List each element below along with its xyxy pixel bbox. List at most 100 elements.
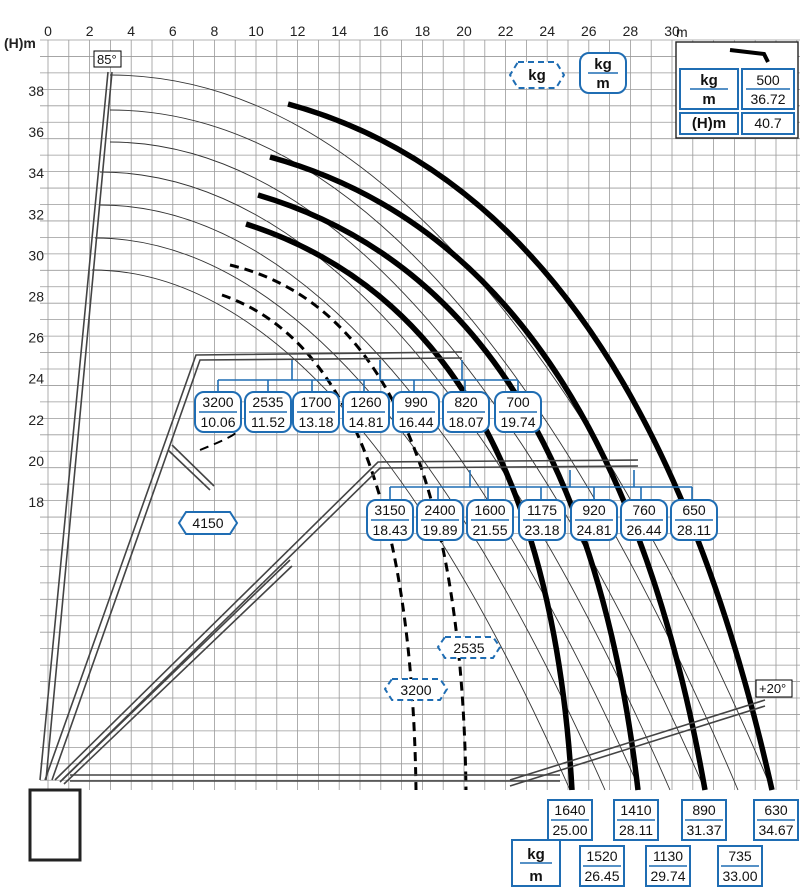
- load-m: 25.00: [552, 822, 587, 838]
- x-tick-label: 4: [127, 23, 135, 39]
- x-tick-label: 28: [623, 23, 639, 39]
- load-kg: 760: [632, 502, 656, 518]
- x-tick-label: 16: [373, 23, 389, 39]
- x-axis-unit: m: [676, 24, 688, 40]
- load-kg: 700: [506, 394, 530, 410]
- load-m: 23.18: [524, 522, 559, 538]
- load-m: 16.44: [398, 414, 433, 430]
- legend-kg-m: kg m: [579, 52, 627, 94]
- load-kg: 3200: [202, 394, 233, 410]
- load-kg: 1410: [620, 802, 651, 818]
- boom-middle: [54, 459, 639, 781]
- x-tick-label: 0: [44, 23, 52, 39]
- arc-thick-3: [257, 192, 641, 791]
- arc-thin-4: [99, 171, 671, 791]
- svg-text:(H)m: (H)m: [692, 115, 726, 132]
- load-kg: 890: [692, 802, 716, 818]
- load-m: 19.89: [422, 522, 457, 538]
- load-m: 26.44: [626, 522, 661, 538]
- load-m: 18.43: [372, 522, 407, 538]
- svg-text:kg: kg: [700, 72, 718, 89]
- y-tick-label: 24: [28, 371, 44, 387]
- boom-low: [59, 559, 293, 785]
- load-m: 24.81: [576, 522, 611, 538]
- load-label-row1: 2535 11.52: [244, 391, 292, 433]
- svg-text:m: m: [702, 91, 715, 108]
- load-m: 29.74: [650, 868, 685, 884]
- svg-text:40.7: 40.7: [754, 115, 781, 131]
- load-kg: 650: [682, 502, 706, 518]
- load-kg: 2535: [252, 394, 283, 410]
- load-label-bottom-top: 890 31.37: [681, 799, 727, 841]
- load-labels-row1: 320010.06253511.52170013.18126014.819901…: [194, 391, 542, 433]
- svg-text:36.72: 36.72: [750, 91, 785, 107]
- load-kg: 1700: [300, 394, 331, 410]
- svg-text:+20°: +20°: [759, 681, 786, 696]
- svg-text:3200: 3200: [400, 682, 431, 698]
- load-connectors: [217, 360, 693, 500]
- tag-dash-2535: 2535: [436, 636, 502, 659]
- angle-max-tag: 85°: [93, 50, 122, 68]
- arc-thin-6: [94, 237, 606, 791]
- load-kg: 820: [454, 394, 478, 410]
- x-tick-label: 2: [86, 23, 94, 39]
- load-m: 14.81: [348, 414, 383, 430]
- y-tick-label: 32: [28, 206, 44, 222]
- load-label-bottom-top: 1640 25.00: [547, 799, 593, 841]
- load-label-row1: 700 19.74: [494, 391, 542, 433]
- y-tick-label: 36: [28, 124, 44, 140]
- svg-text:4150: 4150: [192, 515, 223, 531]
- load-label-row2: 760 26.44: [620, 499, 668, 541]
- load-m: 10.06: [200, 414, 235, 430]
- load-kg: 2400: [424, 502, 455, 518]
- arc-thin-5: [99, 204, 641, 791]
- y-tick-label: 22: [28, 412, 44, 428]
- y-tick-label: 34: [28, 165, 44, 181]
- arc-thin-2: [109, 109, 739, 791]
- load-label-row2: 2400 19.89: [416, 499, 464, 541]
- boom-20deg: [509, 699, 766, 787]
- x-tick-label: 14: [331, 23, 347, 39]
- load-kg: 990: [404, 394, 428, 410]
- load-label-row1: 990 16.44: [392, 391, 440, 433]
- svg-text:kg: kg: [594, 56, 612, 73]
- jib-fold: [167, 444, 215, 491]
- svg-text:m: m: [596, 75, 609, 92]
- load-m: 34.67: [758, 822, 793, 838]
- spec-box: kg m 500 36.72 (H)m 40.7: [675, 41, 799, 139]
- svg-text:kg: kg: [528, 67, 546, 84]
- boom-horizontal: [70, 774, 560, 782]
- tag-jib-4150: 4150: [177, 511, 239, 535]
- boom-upper: [44, 351, 463, 781]
- y-tick-label: 30: [28, 247, 44, 263]
- load-m: 19.74: [500, 414, 535, 430]
- svg-text:500: 500: [756, 72, 780, 88]
- load-m: 31.37: [686, 822, 721, 838]
- x-tick-label: 24: [539, 23, 555, 39]
- load-m: 11.52: [251, 414, 285, 430]
- arc-thick-2: [269, 154, 708, 791]
- x-tick-label: 10: [248, 23, 264, 39]
- load-label-bottom-top: 630 34.67: [753, 799, 799, 841]
- load-kg: 1640: [554, 802, 585, 818]
- x-tick-label: 22: [498, 23, 514, 39]
- crane-booms: [28, 71, 766, 862]
- load-kg: 630: [764, 802, 788, 818]
- load-label-row1: 3200 10.06: [194, 391, 242, 433]
- legend-bottom-kg-m: kg m: [511, 839, 561, 887]
- svg-text:kg: kg: [527, 846, 545, 863]
- load-m: 26.45: [584, 868, 619, 884]
- jib-dash: [199, 429, 238, 451]
